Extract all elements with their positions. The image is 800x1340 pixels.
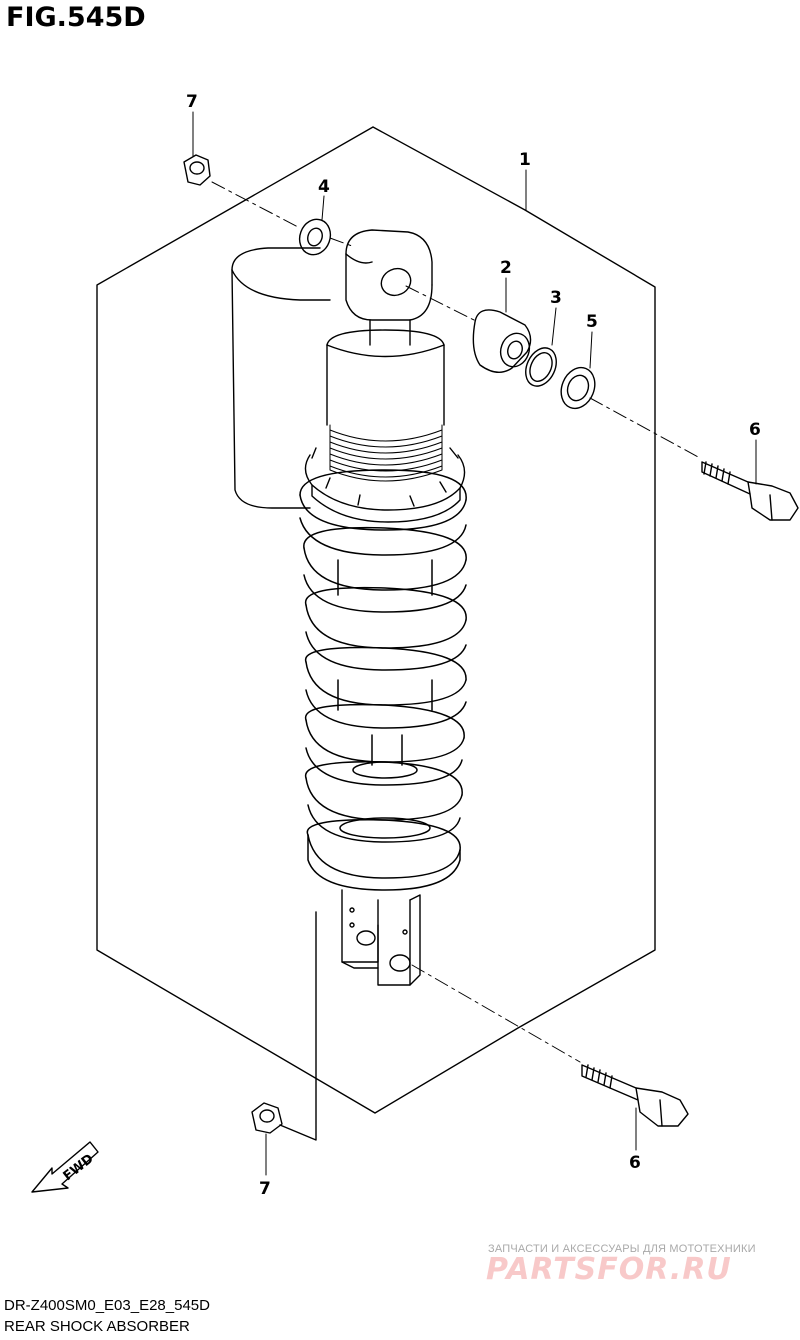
callout-2: 2 [500,258,512,278]
upper-washer-part [298,218,332,256]
bushing-part [472,309,532,373]
coil-spring [299,469,467,891]
callout-4: 4 [318,177,330,197]
assembly-leaders [211,181,701,1063]
thread-section [329,424,443,482]
figure-title: FIG.545D [6,2,146,33]
bolt-lower-part [581,1064,689,1127]
assembly-outline [96,126,656,1114]
callout-1: 1 [519,150,531,170]
callout-7-upper: 7 [186,92,198,112]
watermark-tagline: ЗАПЧАСТИ И АКСЕССУАРЫ ДЛЯ МОТОТЕХНИКИ [488,1243,756,1255]
spring-collar [304,447,466,523]
washer-part [560,366,596,410]
callout-3: 3 [550,288,562,308]
callout-6-upper: 6 [749,420,761,440]
nut-upper-part [183,154,211,186]
lower-mount [279,889,421,1141]
callout-5: 5 [586,312,598,332]
callout-6-lower: 6 [629,1153,641,1173]
fwd-label: FWD [61,1151,97,1184]
circlip-part [525,347,557,387]
diagram-code: DR-Z400SM0_E03_E28_545D [4,1297,210,1314]
damper-body [326,329,445,426]
reservoir [231,247,331,509]
bolt-upper-part [701,461,799,521]
fwd-arrow-icon: FWD [31,1141,99,1193]
nut-lower-part [251,1102,283,1134]
watermark-logo: PARTSFOR.RU [486,1252,732,1287]
diagram-name: REAR SHOCK ABSORBER [4,1318,190,1335]
callout-7-lower: 7 [259,1179,271,1199]
callout-lines [192,111,757,1176]
upper-mount [345,229,433,346]
